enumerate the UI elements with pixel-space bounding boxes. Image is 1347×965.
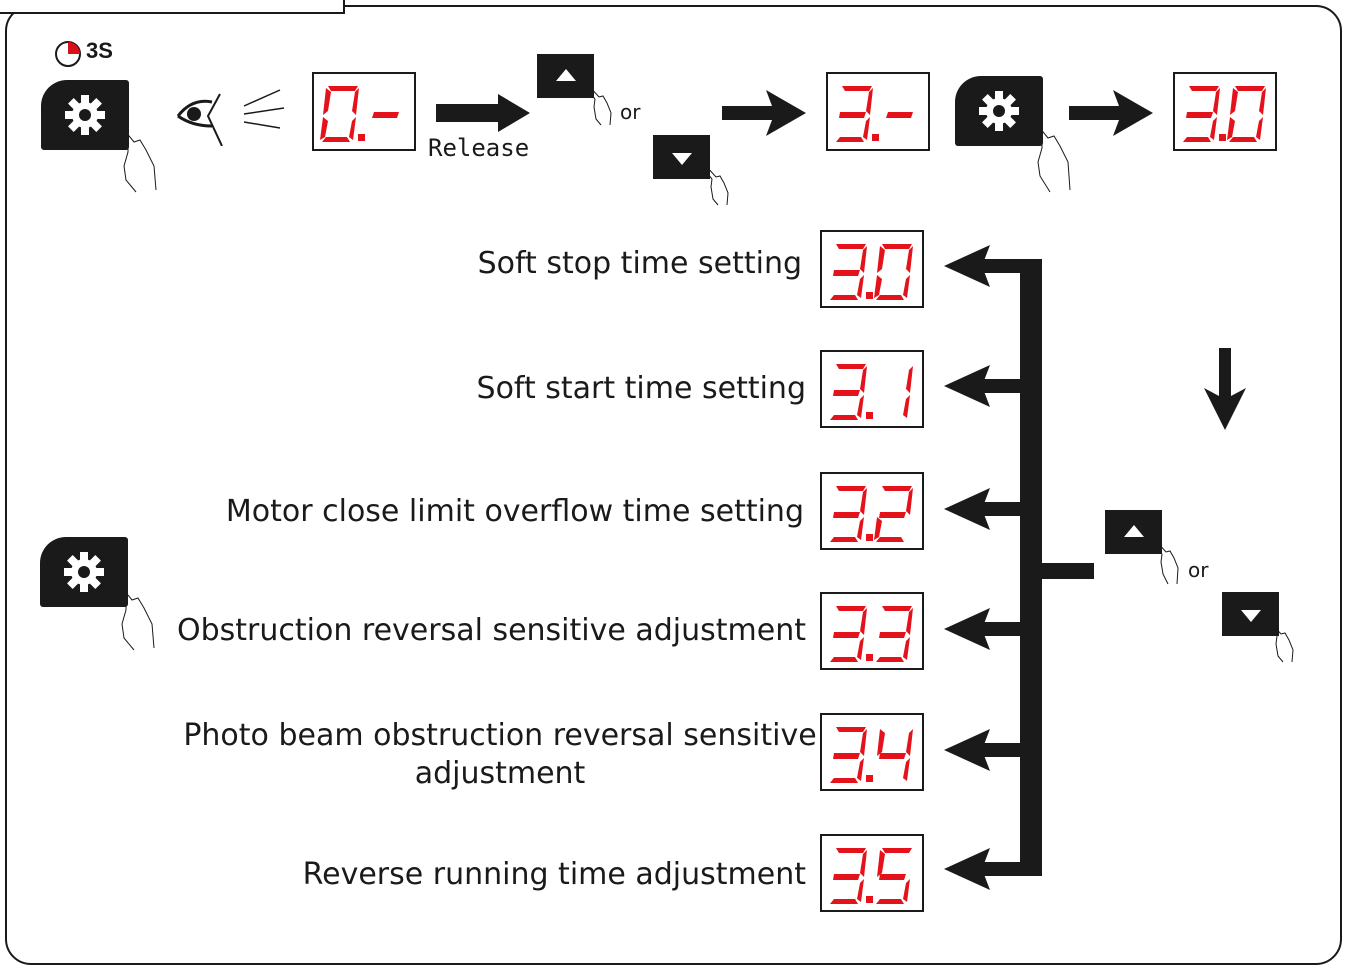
hand-pointer-icon bbox=[701, 165, 729, 206]
display-3-1-menu bbox=[820, 350, 924, 428]
menu-label-3-1: Soft start time setting bbox=[476, 371, 806, 406]
display-3-5-menu bbox=[820, 834, 924, 912]
down-button[interactable] bbox=[1222, 592, 1279, 636]
display-3-0 bbox=[1173, 72, 1277, 151]
hand-pointer-icon bbox=[1266, 622, 1294, 663]
or-label: or bbox=[1188, 558, 1209, 582]
display-0-dash bbox=[312, 72, 416, 151]
gear-icon bbox=[64, 552, 104, 592]
hand-pointer-icon bbox=[109, 119, 157, 193]
right-arrow-icon bbox=[722, 90, 806, 136]
display-3-3-menu bbox=[820, 592, 924, 670]
down-arrow-icon bbox=[672, 153, 692, 165]
up-button[interactable] bbox=[537, 54, 594, 98]
menu-label-3-0: Soft stop time setting bbox=[477, 246, 802, 281]
set-button[interactable] bbox=[41, 80, 129, 150]
display-3-2-menu bbox=[820, 472, 924, 550]
hand-pointer-icon bbox=[1151, 540, 1179, 585]
menu-label-3-4: Photo beam obstruction reversal sensitiv… bbox=[183, 718, 817, 791]
menu-branch-arrows bbox=[944, 245, 1094, 890]
menu-label-3-3: Obstruction reversal sensitive adjustmen… bbox=[177, 613, 806, 648]
up-arrow-icon bbox=[1124, 525, 1144, 537]
release-arrow-icon bbox=[436, 94, 530, 132]
eye-icon bbox=[176, 89, 285, 146]
menu-label-3-5: Reverse running time adjustment bbox=[302, 857, 806, 892]
up-button[interactable] bbox=[1105, 510, 1162, 554]
header-tab bbox=[0, 0, 345, 14]
up-arrow-icon bbox=[556, 69, 576, 81]
gear-icon bbox=[979, 91, 1019, 131]
hand-pointer-icon bbox=[107, 577, 155, 651]
gear-icon bbox=[65, 95, 105, 135]
hand-pointer-icon bbox=[584, 85, 612, 126]
hand-pointer-icon bbox=[1023, 115, 1071, 193]
down-arrow-icon bbox=[1241, 610, 1261, 622]
display-3-dash bbox=[826, 72, 930, 151]
display-3-4-menu bbox=[820, 713, 924, 791]
or-label: or bbox=[620, 100, 641, 124]
set-button[interactable] bbox=[40, 537, 128, 607]
set-button[interactable] bbox=[955, 76, 1043, 146]
down-arrow-icon bbox=[1204, 348, 1246, 430]
release-label: Release bbox=[428, 134, 530, 162]
down-button[interactable] bbox=[653, 135, 710, 179]
menu-label-3-2: Motor close limit overflow time setting bbox=[225, 494, 804, 529]
right-arrow-icon bbox=[1069, 90, 1153, 136]
hold-time-label: 3S bbox=[86, 38, 113, 63]
timer-icon bbox=[55, 41, 81, 67]
display-3-0-menu bbox=[820, 230, 924, 308]
